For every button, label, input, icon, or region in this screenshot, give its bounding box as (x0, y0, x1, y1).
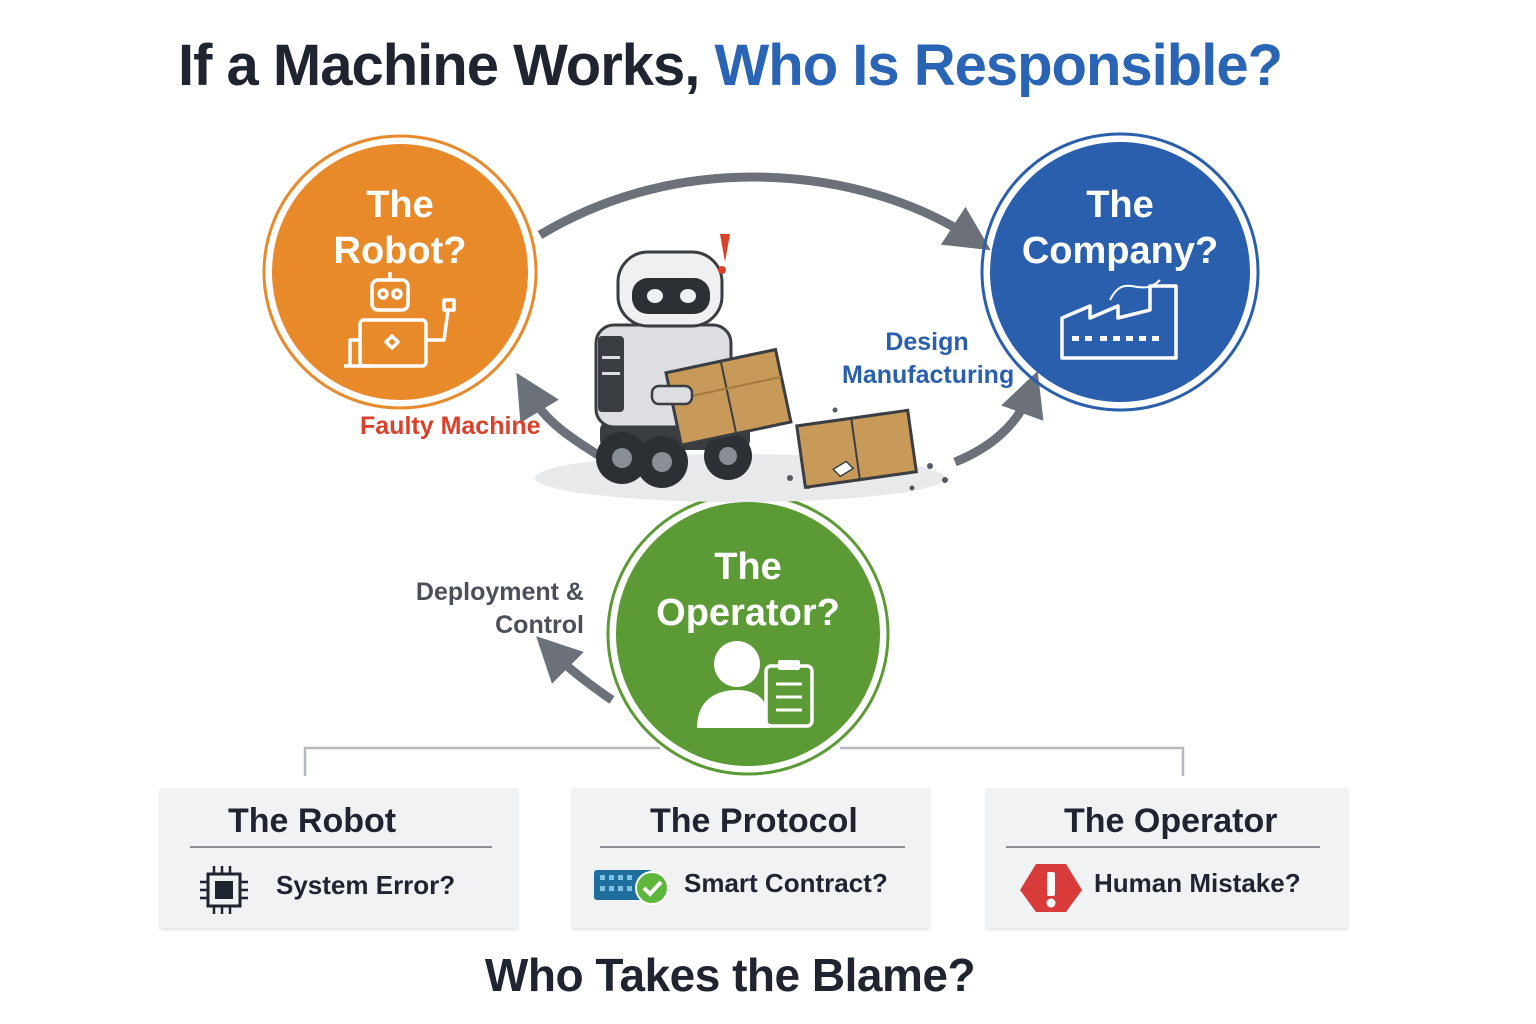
card-subtitle: Human Mistake? (1094, 868, 1301, 898)
design-manufacturing-label: Design Manufacturing (842, 326, 1015, 392)
arrow-to-company (953, 370, 1044, 467)
card-title: The Robot (228, 802, 397, 840)
footer-question: Who Takes the Blame? (484, 949, 976, 1001)
robot-illustration (535, 234, 948, 502)
warning-icon (1020, 864, 1082, 912)
company-circle (980, 132, 1260, 412)
card-subtitle: System Error? (276, 870, 456, 900)
title-accent: Who Is Responsible? (714, 33, 1283, 98)
faulty-machine-label: Faulty Machine (360, 412, 541, 440)
control-label: Control (495, 611, 584, 639)
deployment-label: Deployment & (415, 578, 584, 606)
card-divider (600, 846, 905, 848)
card-subtitle: Smart Contract? (684, 868, 888, 898)
robot-outline-icon (344, 272, 456, 368)
card-robot: The Robot System Error? (160, 788, 518, 928)
deployment-control-label: Deployment & Control (404, 576, 584, 642)
card-title: The Operator (1064, 802, 1278, 840)
person-clipboard-icon (697, 641, 814, 728)
contract-check-icon (594, 870, 669, 905)
page-title: If a Machine Works, Who Is Responsible? (0, 32, 1460, 99)
card-divider (190, 846, 492, 848)
arrow-robot-to-company (537, 172, 991, 251)
card-divider (1006, 846, 1320, 848)
title-main: If a Machine Works, (177, 33, 715, 98)
arrow-from-operator (536, 636, 615, 704)
design-label: Design (885, 328, 969, 356)
bracket-connector (303, 746, 1185, 776)
card-operator: The Operator Human Mistake? (986, 788, 1348, 928)
factory-icon (1060, 279, 1178, 360)
card-title: The Protocol (650, 802, 858, 840)
manufacturing-label: Manufacturing (842, 361, 1015, 389)
chip-icon (200, 866, 248, 914)
robot-circle (262, 134, 538, 410)
arrow-to-robot (516, 372, 601, 459)
card-protocol: The Protocol Smart Contract? (572, 788, 930, 928)
